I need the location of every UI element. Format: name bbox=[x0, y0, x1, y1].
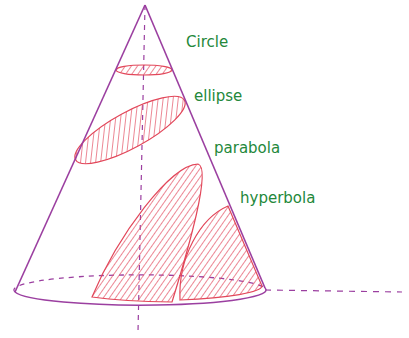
label-parabola: parabola bbox=[214, 140, 280, 157]
cone-side bbox=[15, 5, 145, 292]
ground-line bbox=[265, 290, 402, 292]
label-ellipse: ellipse bbox=[194, 88, 242, 105]
ellipse-section bbox=[67, 85, 193, 176]
circle-section bbox=[116, 65, 172, 75]
label-circle: Circle bbox=[186, 34, 228, 51]
label-hyperbola: hyperbola bbox=[240, 190, 315, 207]
